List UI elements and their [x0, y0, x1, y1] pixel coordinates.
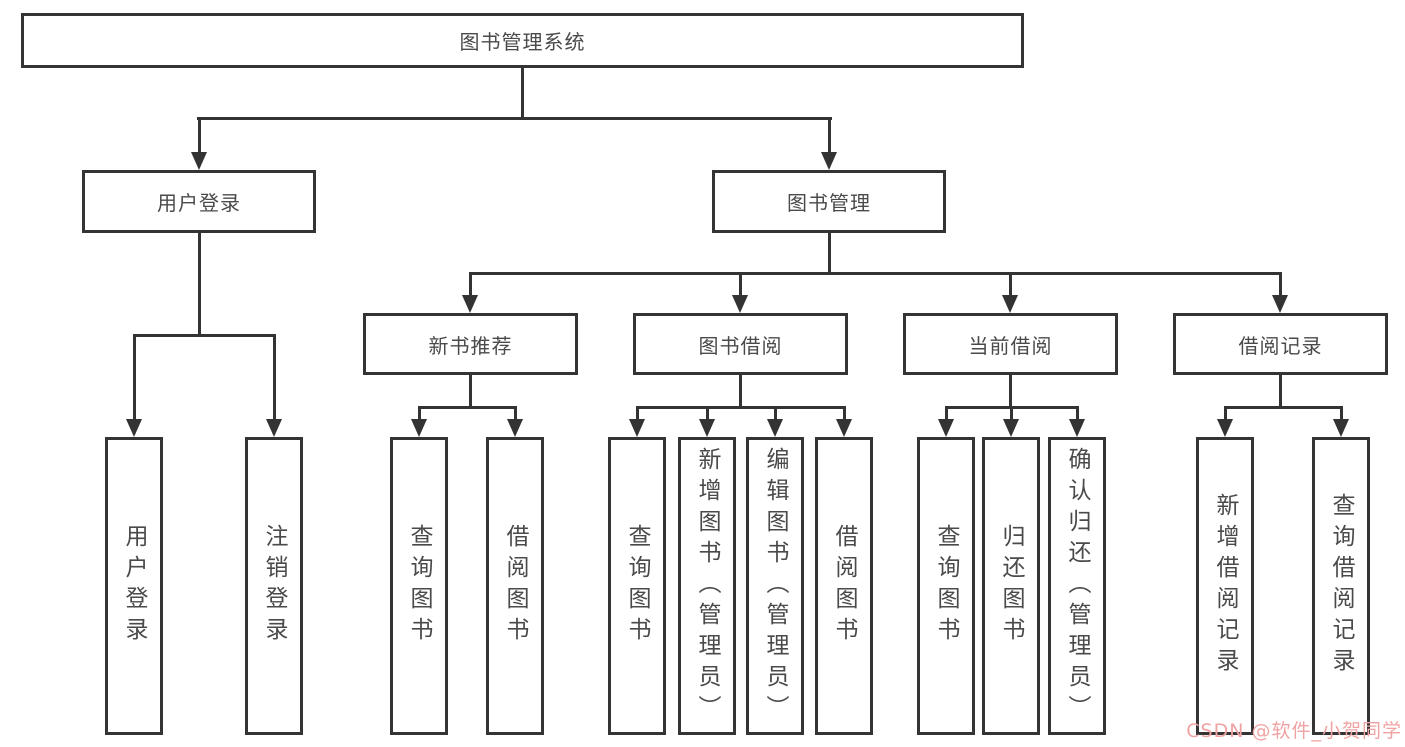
arrow-down-icon: [191, 152, 207, 170]
arrow-down-icon: [126, 419, 142, 437]
leaf-current-return: 归还图书: [982, 437, 1040, 735]
connector-line: [1009, 272, 1012, 298]
connector-line: [469, 375, 472, 408]
leaf-newbook-borrow: 借阅图书: [486, 437, 544, 735]
node-user-login: 用户登录: [82, 170, 316, 233]
leaf-current-confirm-admin: 确认归还（管理员）: [1048, 437, 1106, 735]
csdn-watermark: CSDN @软件_小贺同学: [1186, 720, 1402, 742]
connector-line: [1340, 406, 1343, 422]
node-current-borrow: 当前借阅: [903, 313, 1118, 375]
arrow-down-icon: [1003, 419, 1019, 437]
connector-line: [1224, 406, 1343, 409]
connector-line: [739, 272, 742, 298]
connector-line: [774, 406, 777, 422]
arrow-down-icon: [821, 152, 837, 170]
leaf-borrow-edit-admin: 编辑图书（管理员）: [746, 437, 804, 735]
arrow-down-icon: [767, 419, 783, 437]
leaf-user-login: 用户登录: [105, 437, 163, 735]
leaf-borrow-add-admin: 新增图书（管理员）: [678, 437, 736, 735]
arrow-down-icon: [1002, 295, 1018, 313]
connector-line: [1009, 375, 1012, 408]
arrow-down-icon: [1272, 295, 1288, 313]
connector-line: [469, 272, 1282, 275]
arrow-down-icon: [266, 419, 282, 437]
connector-line: [739, 375, 742, 408]
leaf-current-query: 查询图书: [917, 437, 975, 735]
connector-line: [636, 406, 846, 409]
connector-line: [521, 68, 524, 120]
arrow-down-icon: [732, 295, 748, 313]
arrow-down-icon: [629, 419, 645, 437]
connector-line: [1224, 406, 1227, 422]
connector-line: [418, 406, 517, 409]
connector-line: [1010, 406, 1013, 422]
leaf-newbook-query: 查询图书: [390, 437, 448, 735]
connector-line: [1279, 375, 1282, 408]
node-borrow-records: 借阅记录: [1173, 313, 1388, 375]
leaf-logout: 注销登录: [245, 437, 303, 735]
node-root-system: 图书管理系统: [21, 13, 1024, 68]
arrow-down-icon: [836, 419, 852, 437]
connector-line: [843, 406, 846, 422]
arrow-down-icon: [1069, 419, 1085, 437]
connector-line: [828, 117, 831, 155]
connector-line: [706, 406, 709, 422]
leaf-borrow-borrow: 借阅图书: [815, 437, 873, 735]
connector-line: [133, 334, 276, 337]
arrow-down-icon: [1217, 419, 1233, 437]
connector-line: [198, 232, 201, 336]
connector-line: [133, 334, 136, 421]
connector-line: [636, 406, 639, 422]
leaf-records-add: 新增借阅记录: [1196, 437, 1254, 735]
connector-line: [945, 406, 948, 422]
leaf-records-query: 查询借阅记录: [1312, 437, 1370, 735]
connector-line: [1279, 272, 1282, 298]
connector-line: [273, 334, 276, 421]
node-book-management: 图书管理: [712, 170, 946, 233]
connector-line: [198, 117, 201, 155]
connector-line: [418, 406, 421, 422]
connector-line: [514, 406, 517, 422]
connector-line: [469, 272, 472, 298]
leaf-borrow-query: 查询图书: [608, 437, 666, 735]
connector-line: [828, 232, 831, 274]
arrow-down-icon: [699, 419, 715, 437]
node-book-borrow: 图书借阅: [633, 313, 848, 375]
connector-line: [197, 117, 832, 120]
arrow-down-icon: [462, 295, 478, 313]
arrow-down-icon: [938, 419, 954, 437]
node-new-book-recommend: 新书推荐: [363, 313, 578, 375]
arrow-down-icon: [1333, 419, 1349, 437]
arrow-down-icon: [411, 419, 427, 437]
connector-line: [1076, 406, 1079, 422]
arrow-down-icon: [507, 419, 523, 437]
